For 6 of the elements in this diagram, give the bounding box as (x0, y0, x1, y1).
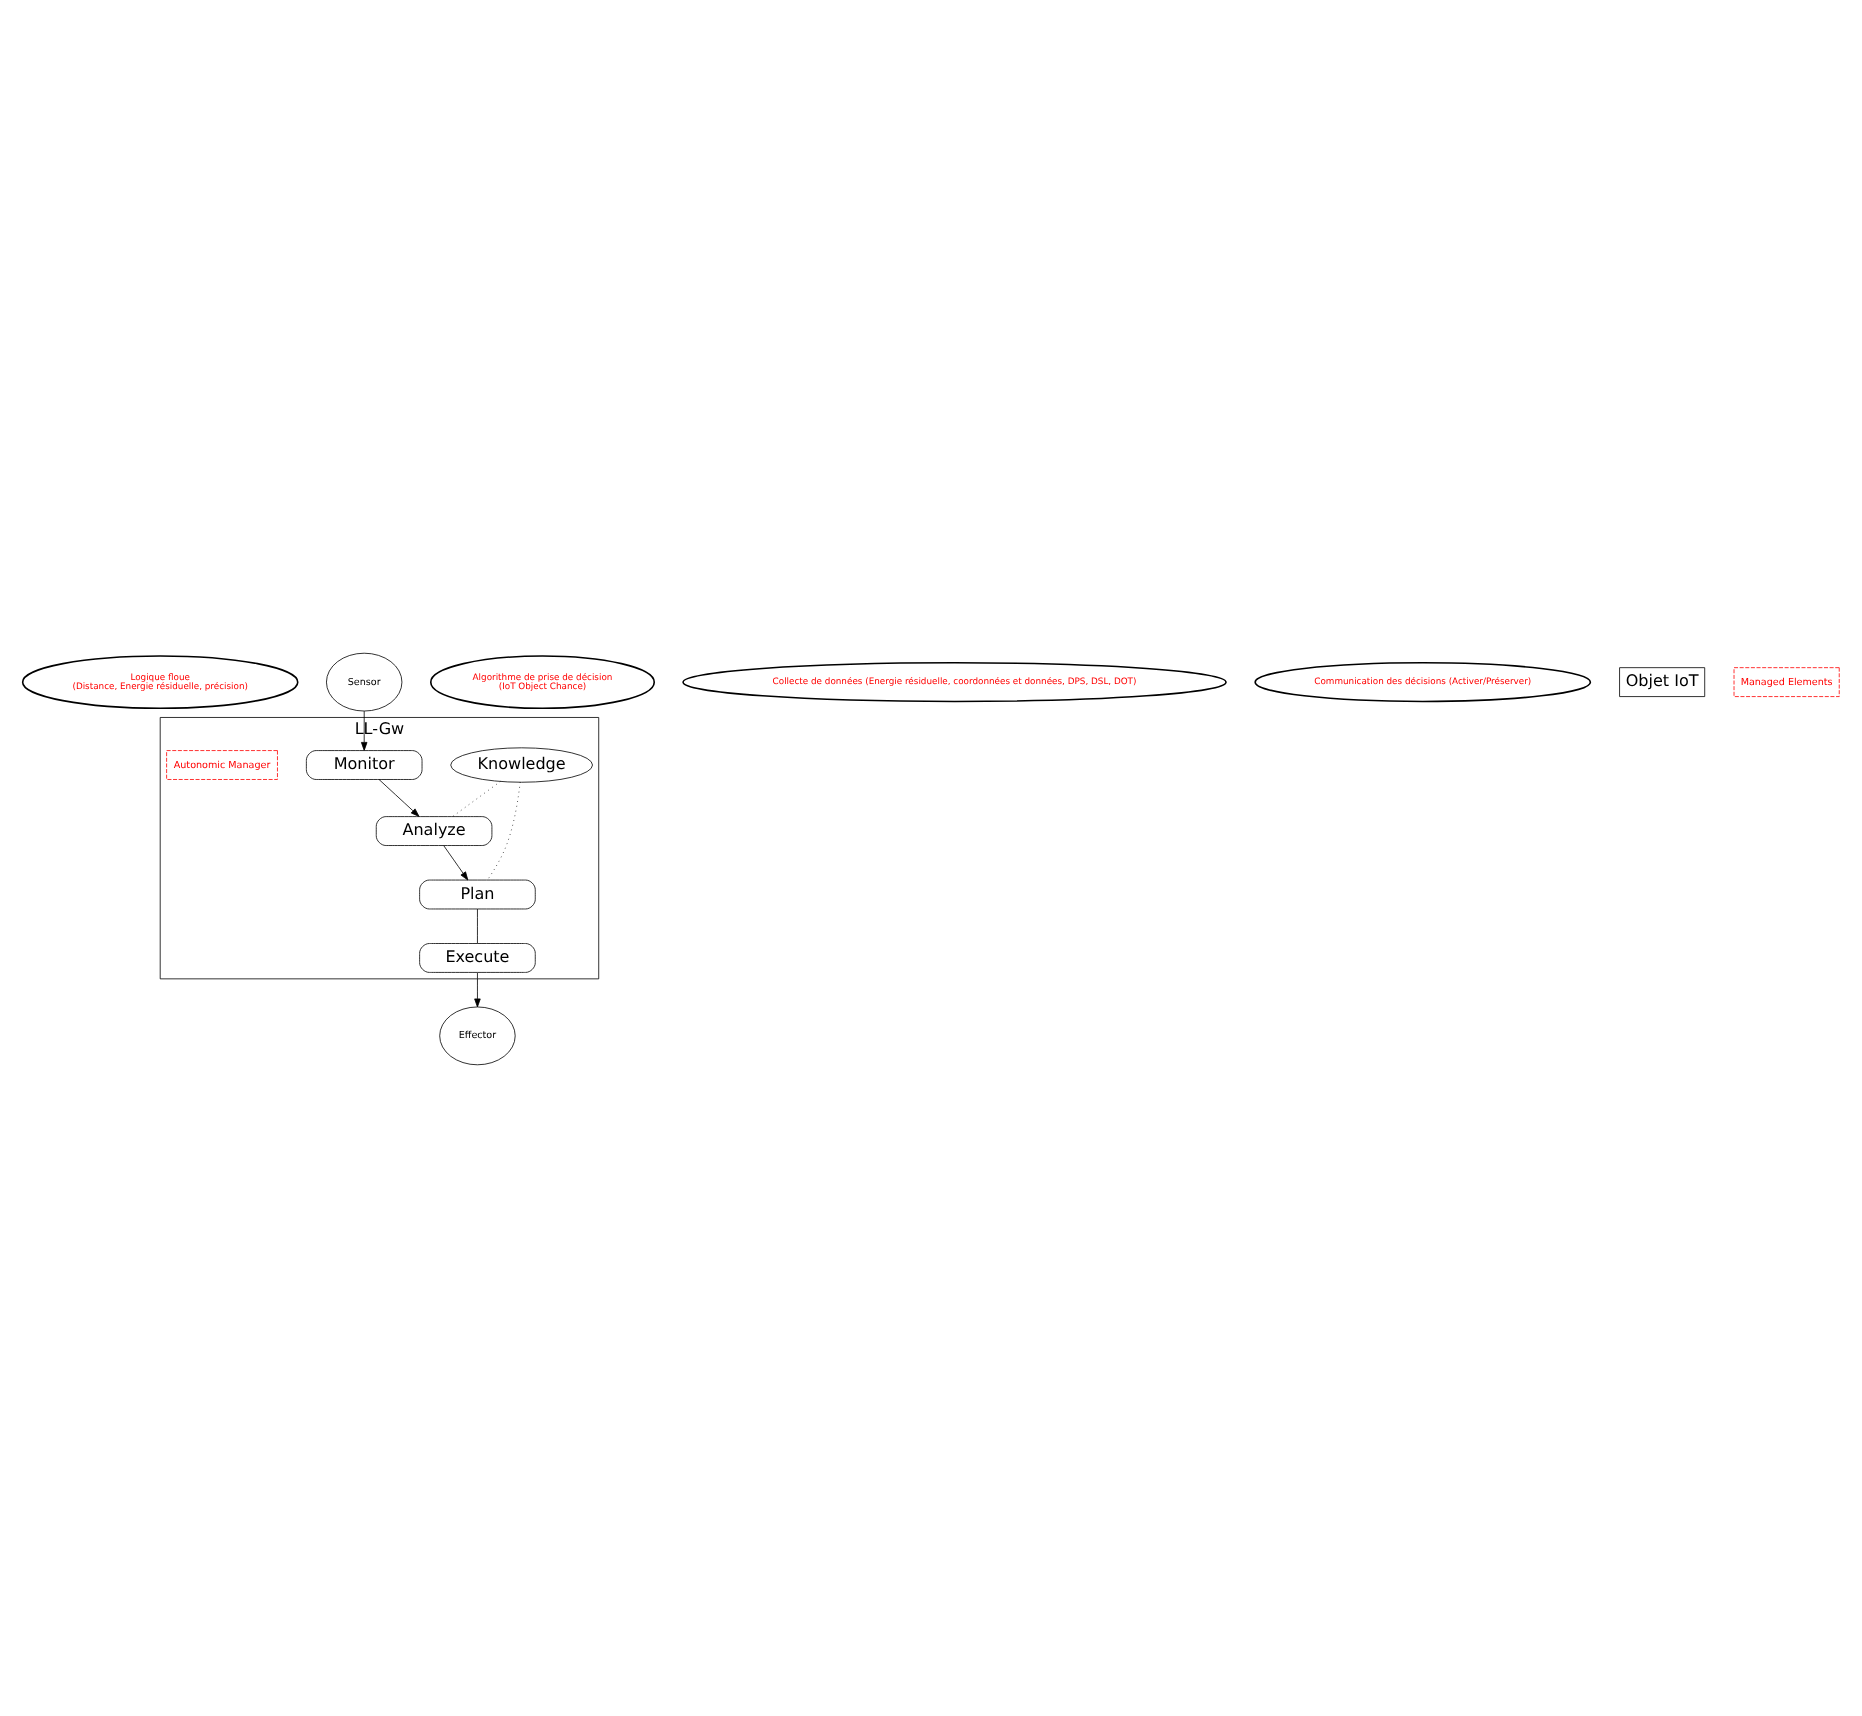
connector (477, 907, 478, 943)
arrow (474, 971, 481, 1007)
connector (487, 780, 521, 880)
arrow (443, 844, 469, 880)
arrow (361, 709, 368, 750)
arrow (378, 778, 420, 816)
